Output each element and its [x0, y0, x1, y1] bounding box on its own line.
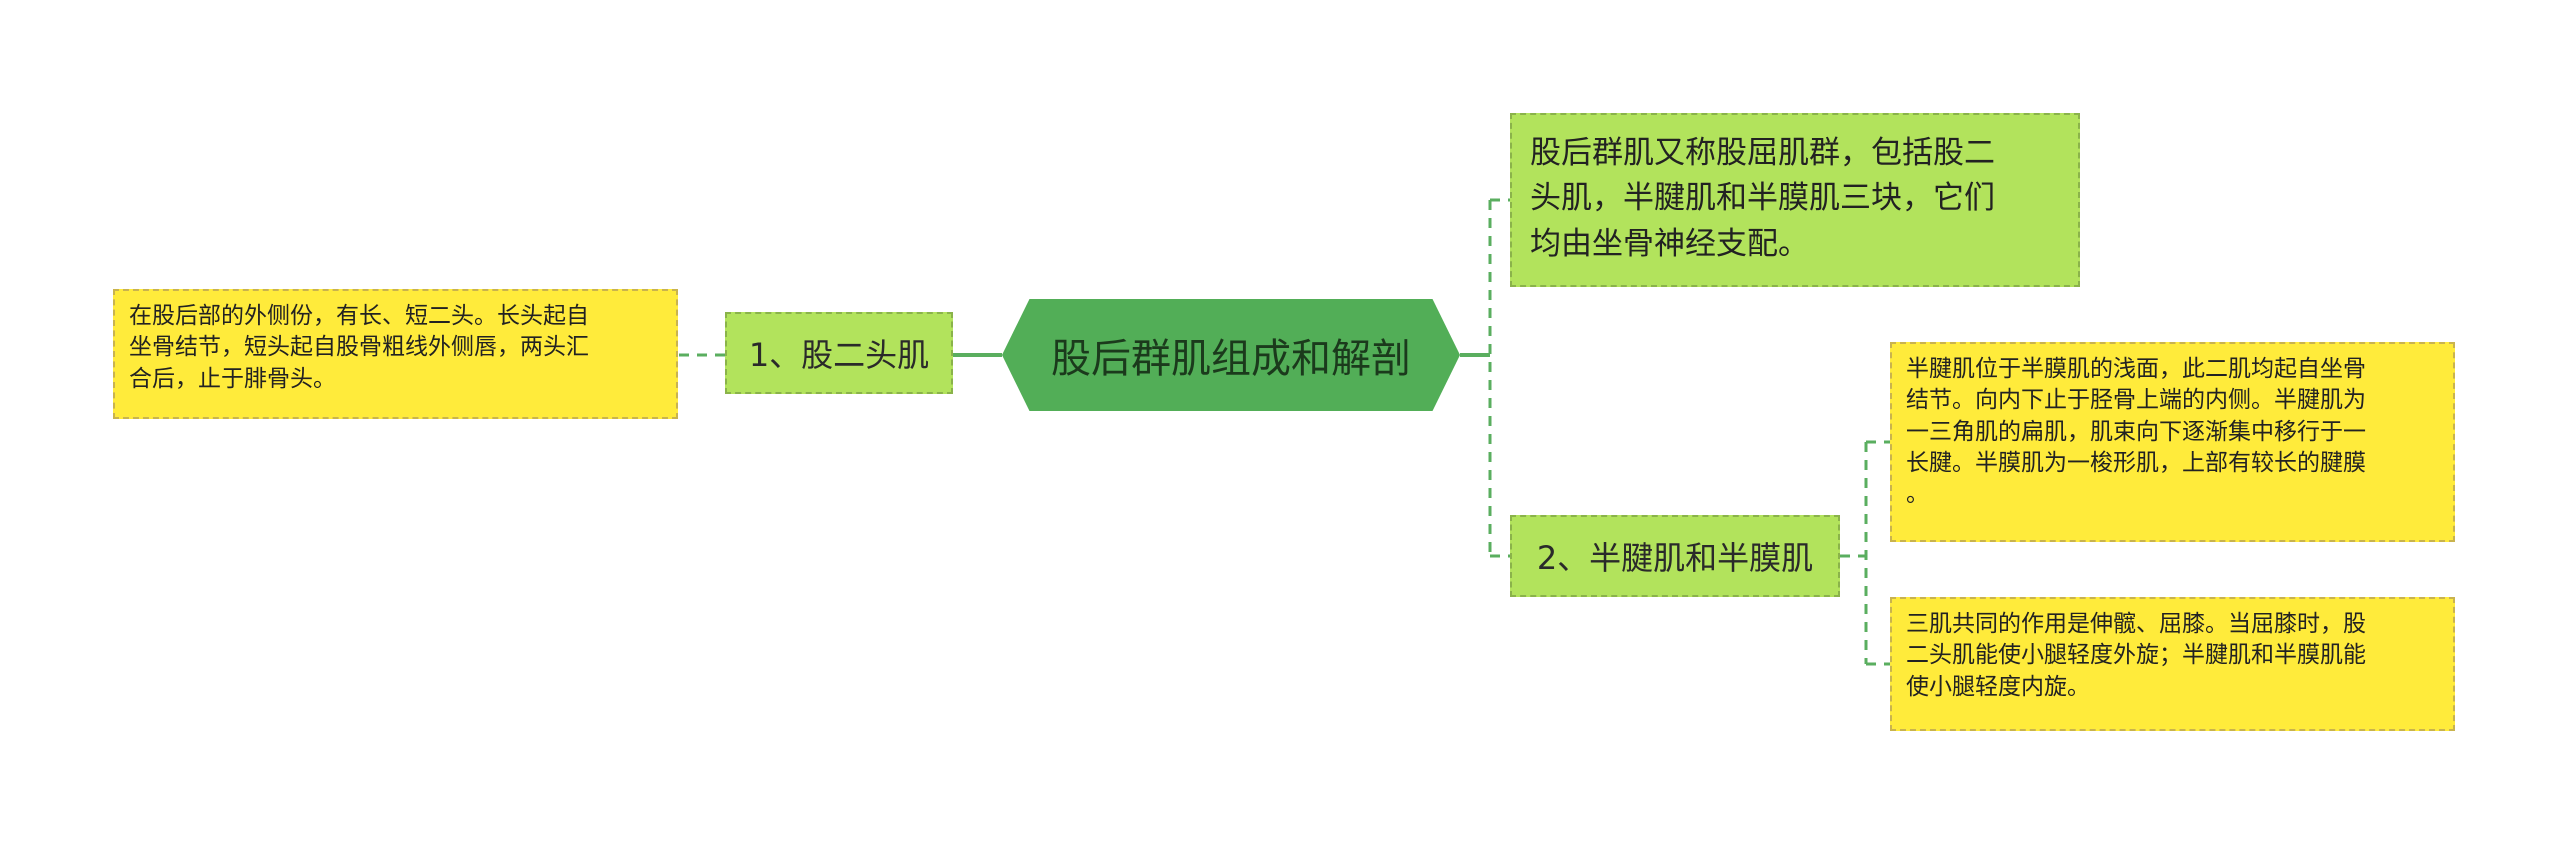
note-biceps-femoris[interactable]: 在股后部的外侧份，有长、短二头。长头起自 坐骨结节，短头起自股骨粗线外侧唇，两头… — [113, 289, 678, 419]
note-combined-action[interactable]: 三肌共同的作用是伸髋、屈膝。当屈膝时，股 二头肌能使小腿轻度外旋；半腱肌和半膜肌… — [1890, 597, 2455, 731]
branch-biceps-femoris-label: 1、股二头肌 — [748, 336, 930, 374]
note-biceps-femoris-text: 在股后部的外侧份，有长、短二头。长头起自 坐骨结节，短头起自股骨粗线外侧唇，两头… — [129, 303, 589, 392]
branch-semitendinosus-semimembranosus[interactable]: 2、半腱肌和半膜肌 — [1510, 515, 1840, 597]
note-combined-action-text: 三肌共同的作用是伸髋、屈膝。当屈膝时，股 二头肌能使小腿轻度外旋；半腱肌和半膜肌… — [1906, 611, 2366, 700]
note-overview[interactable]: 股后群肌又称股屈肌群，包括股二 头肌，半腱肌和半膜肌三块，它们 均由坐骨神经支配… — [1510, 113, 2080, 287]
note-semitendinosus-text: 半腱肌位于半膜肌的浅面，此二肌均起自坐骨 结节。向内下止于胫骨上端的内侧。半腱肌… — [1906, 356, 2366, 508]
branch-biceps-femoris[interactable]: 1、股二头肌 — [725, 312, 953, 394]
branch-semitendinosus-semimembranosus-label: 2、半腱肌和半膜肌 — [1536, 539, 1814, 577]
note-semitendinosus[interactable]: 半腱肌位于半膜肌的浅面，此二肌均起自坐骨 结节。向内下止于胫骨上端的内侧。半腱肌… — [1890, 342, 2455, 542]
root-topic[interactable]: 股后群肌组成和解剖 — [1002, 299, 1460, 411]
note-overview-text: 股后群肌又称股屈肌群，包括股二 头肌，半腱肌和半膜肌三块，它们 均由坐骨神经支配… — [1530, 135, 1995, 262]
root-topic-label: 股后群肌组成和解剖 — [1051, 336, 1411, 382]
